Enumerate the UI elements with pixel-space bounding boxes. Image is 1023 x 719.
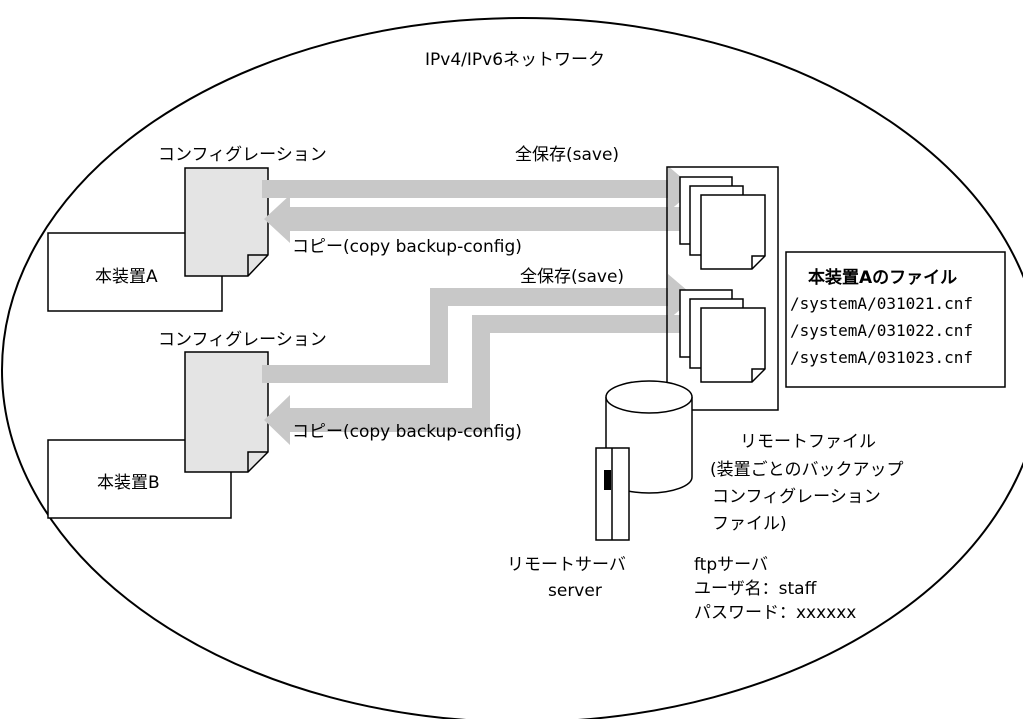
remote-server-label: リモートサーバ: [507, 555, 626, 575]
device-a-file-1: /systemA/031021.cnf: [790, 294, 973, 313]
device-b-save-label: 全保存(save): [520, 267, 624, 287]
device-a-file-3: /systemA/031023.cnf: [790, 348, 973, 367]
ftp-password: パスワード：xxxxxx: [694, 603, 856, 623]
device-b-copy-label: コピー(copy backup-config): [292, 422, 522, 442]
remote-file-group: [666, 166, 779, 411]
device-b-save-arrow: [262, 274, 695, 383]
device-a-config-document: [184, 167, 269, 277]
remote-files-line-3: コンフィグレーション: [712, 487, 881, 507]
network-label: IPv4/IPv6ネットワーク: [425, 50, 605, 70]
device-a-files-title: 本装置Aのファイル: [808, 267, 957, 288]
device-b-copy-arrow: [264, 315, 695, 445]
ftp-user: ユーザ名：staff: [694, 579, 818, 599]
device-a-name: 本装置A: [95, 267, 158, 287]
device-b-config-document: [184, 351, 269, 473]
device-a-copy-label: コピー(copy backup-config): [292, 237, 522, 257]
network-boundary: [1, 17, 1023, 719]
device-a-file-2: /systemA/031022.cnf: [790, 321, 973, 340]
device-a-save-arrow: [262, 166, 695, 212]
remote-files-line-4: ファイル): [712, 514, 787, 534]
server-tower-icon: [595, 447, 630, 541]
device-b-name: 本装置B: [97, 473, 160, 493]
device-a-files-box: [785, 251, 1006, 388]
ftp-server-title: ftpサーバ: [694, 555, 768, 575]
remote-files-line-2: (装置ごとのバックアップ: [710, 460, 903, 480]
device-b-config-label: コンフィグレーション: [158, 330, 327, 350]
device-b-file-stack: [679, 289, 766, 383]
remote-files-line-1: リモートファイル: [740, 432, 876, 452]
device-a-config-label: コンフィグレーション: [158, 145, 327, 165]
device-a-save-label: 全保存(save): [515, 145, 619, 165]
remote-server-host: server: [548, 581, 602, 601]
device-a-copy-arrow: [264, 195, 695, 243]
device-a-file-stack: [679, 176, 766, 270]
